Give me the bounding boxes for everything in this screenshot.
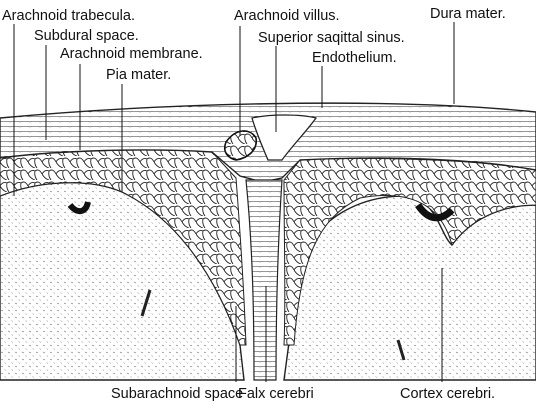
label-pia-mater: Pia mater. bbox=[106, 67, 171, 83]
label-falx-cerebri: Falx cerebri bbox=[238, 386, 314, 402]
label-arachnoid-villus: Arachnoid villus. bbox=[234, 8, 340, 24]
label-arachnoid-trabecula: Arachnoid trabecula. bbox=[2, 8, 135, 24]
label-arachnoid-membrane: Arachnoid membrane. bbox=[60, 46, 203, 62]
label-subdural-space: Subdural space. bbox=[34, 28, 139, 44]
label-endothelium: Endothelium. bbox=[312, 50, 397, 66]
label-superior-sagittal-sinus: Superior saqittal sinus. bbox=[258, 30, 405, 46]
label-subarachnoid-space: Subarachnoid space bbox=[111, 386, 243, 402]
label-dura-mater: Dura mater. bbox=[430, 6, 506, 22]
label-cortex-cerebri: Cortex cerebri. bbox=[400, 386, 495, 402]
falx-cerebri-shape bbox=[246, 180, 282, 380]
